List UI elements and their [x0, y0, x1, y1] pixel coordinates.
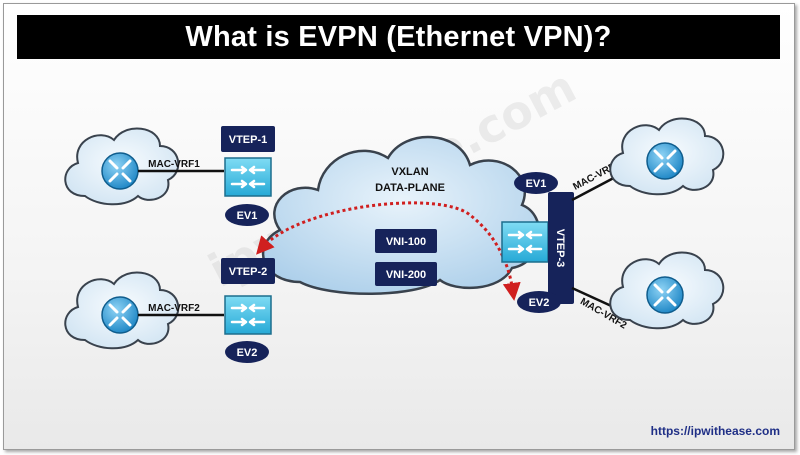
mac-vrf-label-left-top: MAC-VRF1 — [148, 159, 200, 170]
site-url[interactable]: https://ipwithease.com — [650, 424, 780, 438]
router-icon — [646, 142, 684, 180]
vtep-3-text: VTEP-3 — [554, 229, 566, 268]
router-icon — [101, 296, 139, 334]
ev1-label-right: EV1 — [514, 172, 558, 194]
switch-icon — [224, 295, 272, 335]
switch-icon — [224, 157, 272, 197]
ev2-text-left: EV2 — [237, 347, 258, 359]
title-banner: What is EVPN (Ethernet VPN)? — [17, 15, 780, 59]
ev2-label-right: EV2 — [517, 291, 561, 313]
ev2-text-right: EV2 — [529, 297, 550, 309]
router-icon — [101, 152, 139, 190]
vtep-1-label: VTEP-1 — [221, 126, 275, 152]
vni-200-text: VNI-200 — [386, 269, 426, 281]
mac-vrf-label-left-bottom: MAC-VRF2 — [148, 303, 200, 314]
cloud-title-line1: VXLAN — [391, 166, 428, 178]
switch-icon — [501, 221, 549, 263]
ev1-text-right: EV1 — [526, 178, 547, 190]
page-title: What is EVPN (Ethernet VPN)? — [185, 20, 612, 53]
vtep-2-label: VTEP-2 — [221, 258, 275, 284]
ev1-label-left: EV1 — [225, 204, 269, 226]
cloud-title-line2: DATA-PLANE — [375, 182, 445, 194]
ev1-text-left: EV1 — [237, 210, 258, 222]
vtep-2-text: VTEP-2 — [229, 266, 268, 278]
vni-100-label: VNI-100 — [375, 229, 437, 253]
vtep-3-label: VTEP-3 — [548, 192, 574, 304]
router-icon — [646, 276, 684, 314]
vtep-1-text: VTEP-1 — [229, 134, 268, 146]
vni-200-label: VNI-200 — [375, 262, 437, 286]
ev2-label-left: EV2 — [225, 341, 269, 363]
vni-100-text: VNI-100 — [386, 236, 426, 248]
